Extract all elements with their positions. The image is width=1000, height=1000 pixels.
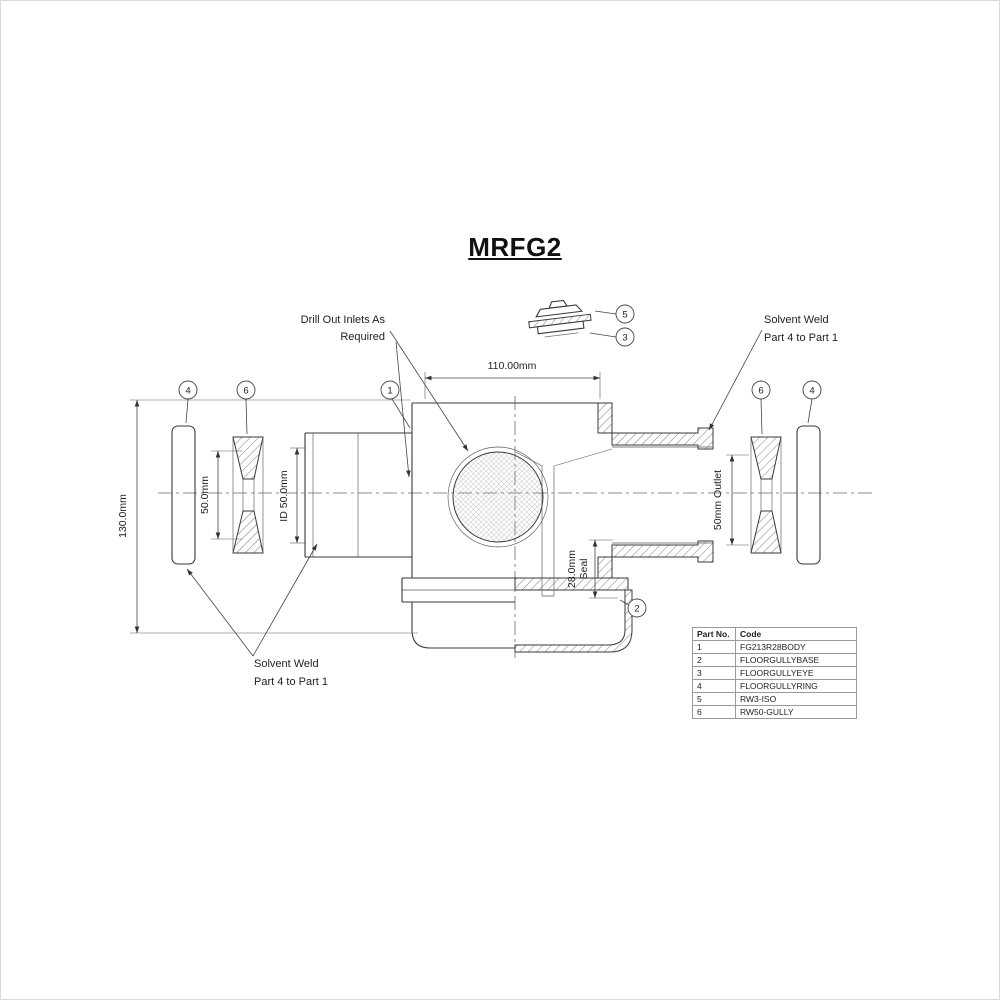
balloon-6-right: 6	[751, 380, 771, 400]
svg-text:6: 6	[243, 386, 248, 397]
dim-seal-depth-label: 28.0mm	[566, 550, 578, 588]
balloon-4-right: 4	[802, 380, 822, 400]
eye-assembly	[528, 299, 592, 338]
parts-table-row: 2 FLOORGULLYBASE	[692, 653, 857, 667]
body-section-right	[514, 402, 714, 597]
balloon-callouts: 4 6 1 5 3 6 4 2	[178, 304, 822, 618]
leader-lines	[186, 329, 763, 657]
part-no-cell: 5	[692, 692, 736, 706]
parts-table-row: 1 FG213R28BODY	[692, 640, 857, 654]
dim-inlet-bore-label: ID 50.0mm	[278, 470, 290, 522]
annotation-solvent-weld-right-line2: Part 4 to Part 1	[764, 332, 838, 344]
parts-table-header-partno: Part No.	[692, 627, 736, 641]
parts-table-header-row: Part No. Code	[692, 627, 857, 641]
svg-text:2: 2	[634, 604, 639, 615]
balloon-2-base: 2	[627, 598, 647, 618]
part-no-cell: 3	[692, 666, 736, 680]
svg-text:3: 3	[622, 333, 627, 344]
ring-part4-right	[796, 425, 821, 565]
balloon-5-eye: 5	[615, 304, 635, 324]
dimensions: 110.00mm 130.0mm 50.0mm ID 50.0mm 50mm O…	[117, 360, 749, 634]
dim-seal-word-label: Seal	[578, 558, 590, 579]
part-code-cell: RW50-GULLY	[735, 705, 857, 719]
parts-table-header-code: Code	[735, 627, 857, 641]
drawing-title: MRFG2	[468, 232, 562, 262]
balloon-3-eye: 3	[615, 327, 635, 347]
annotation-solvent-weld-left-line1: Solvent Weld	[254, 658, 319, 670]
svg-text:1: 1	[387, 386, 392, 397]
annotation-drill-out-line2: Required	[340, 331, 385, 343]
ring-part4-left	[171, 425, 196, 565]
svg-text:6: 6	[758, 386, 763, 397]
balloon-6-left: 6	[236, 380, 256, 400]
annotation-solvent-weld-right-line1: Solvent Weld	[764, 314, 829, 326]
parts-table-row: 5 RW3-ISO	[692, 692, 857, 706]
seal-part6-right	[750, 436, 782, 554]
seal-part6-left	[232, 436, 264, 554]
part-code-cell: FLOORGULLYBASE	[735, 653, 857, 667]
annotations: Drill Out Inlets As Required Solvent Wel…	[254, 314, 838, 688]
part-no-cell: 6	[692, 705, 736, 719]
dim-outlet-label: 50mm Outlet	[712, 470, 724, 530]
dim-overall-height-label: 130.0mm	[117, 494, 129, 538]
part-code-cell: RW3-ISO	[735, 692, 857, 706]
dim-body-width-label: 110.00mm	[488, 360, 537, 372]
parts-table-row: 4 FLOORGULLYRING	[692, 679, 857, 693]
svg-text:4: 4	[809, 386, 814, 397]
svg-text:4: 4	[185, 386, 190, 397]
balloon-4-left: 4	[178, 380, 198, 400]
dim-seal-bore-label: 50.0mm	[199, 476, 211, 514]
part-no-cell: 4	[692, 679, 736, 693]
parts-table-row: 3 FLOORGULLYEYE	[692, 666, 857, 680]
part-code-cell: FLOORGULLYEYE	[735, 666, 857, 680]
part-code-cell: FG213R28BODY	[735, 640, 857, 654]
balloon-1-body: 1	[380, 380, 400, 400]
base-part2-section	[514, 589, 633, 653]
gully-body	[304, 402, 612, 649]
svg-text:5: 5	[622, 310, 627, 321]
annotation-solvent-weld-left-line2: Part 4 to Part 1	[254, 676, 328, 688]
parts-table-row: 6 RW50-GULLY	[692, 705, 857, 719]
drill-out-inlet-face	[452, 451, 544, 543]
annotation-drill-out-line1: Drill Out Inlets As	[301, 314, 386, 326]
part-no-cell: 1	[692, 640, 736, 654]
part-no-cell: 2	[692, 653, 736, 667]
parts-table: Part No. Code 1 FG213R28BODY 2 FLOORGULL…	[692, 627, 857, 719]
part-code-cell: FLOORGULLYRING	[735, 679, 857, 693]
